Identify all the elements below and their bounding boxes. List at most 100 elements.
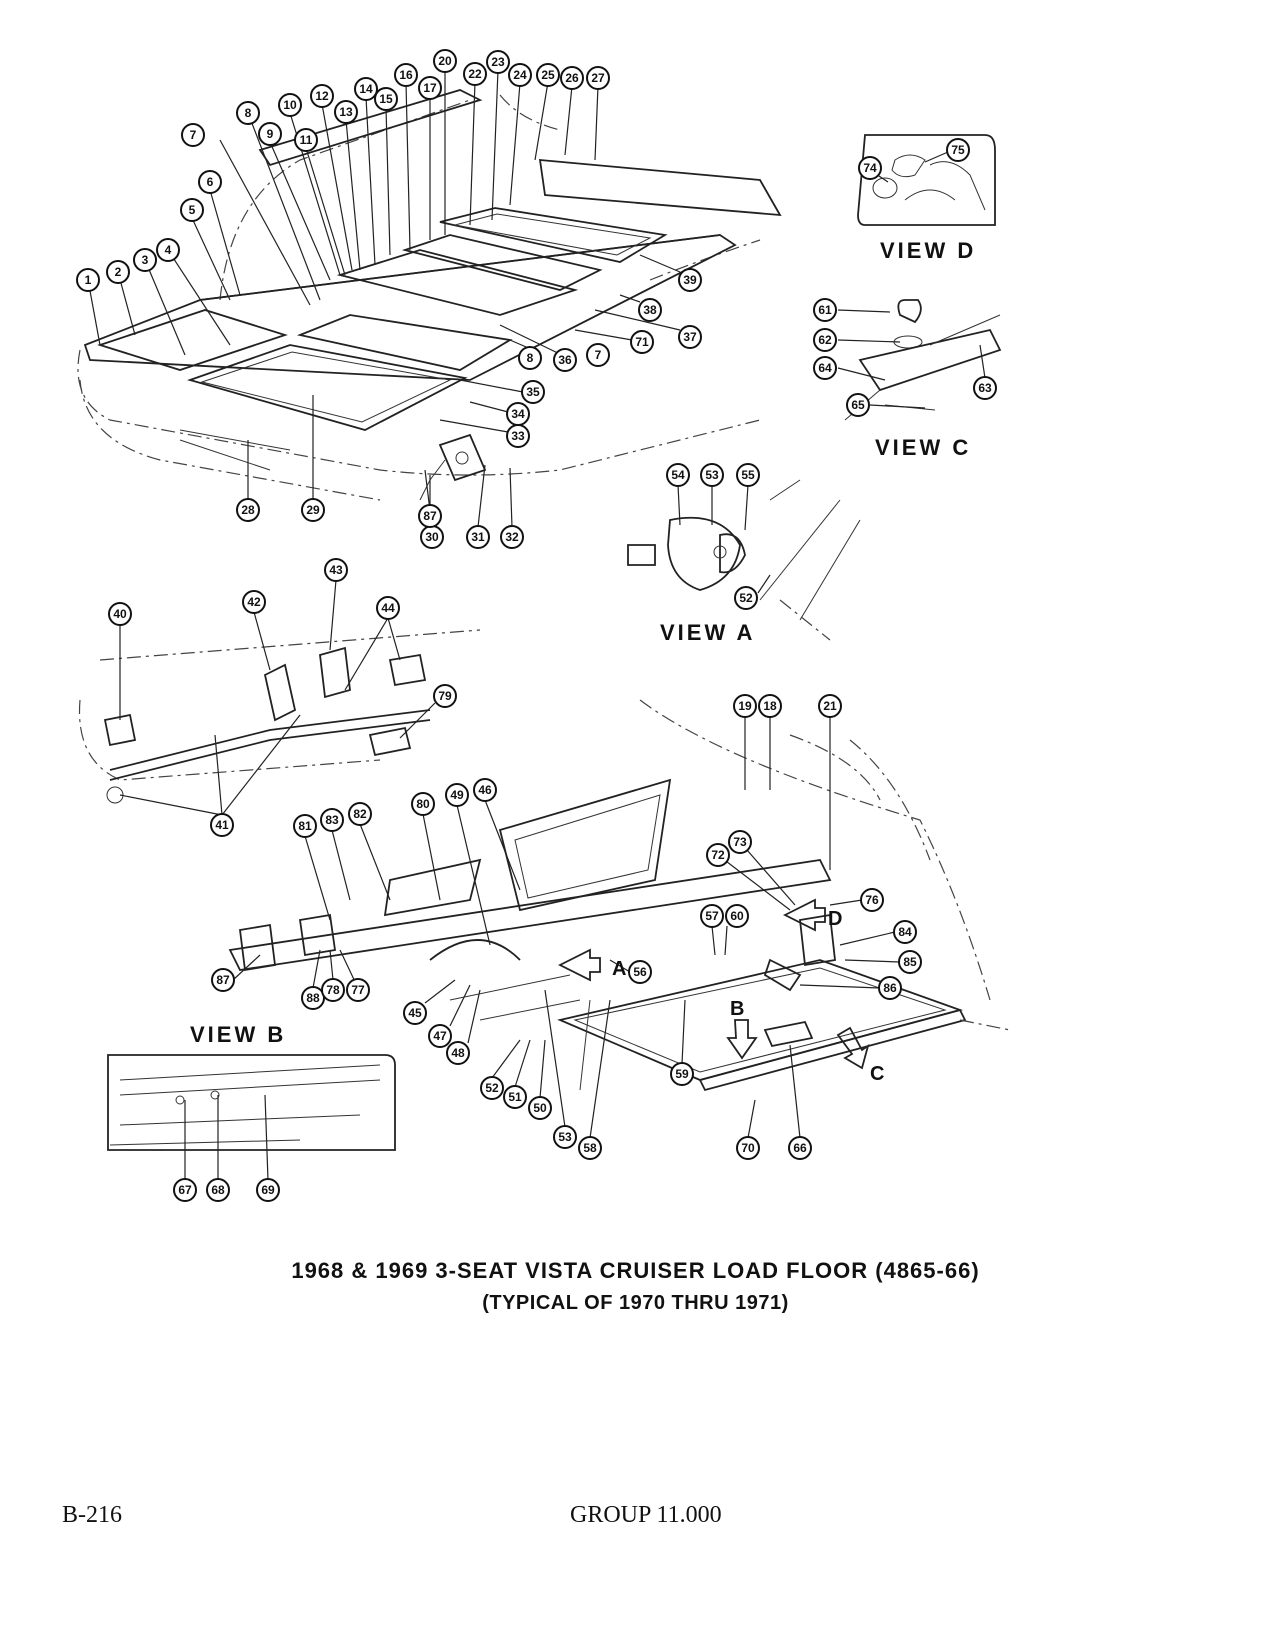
svg-text:76: 76 bbox=[865, 893, 879, 907]
callout-34: 34 bbox=[506, 402, 530, 426]
diagram-caption: 1968 & 1969 3-SEAT VISTA CRUISER LOAD FL… bbox=[291, 1258, 980, 1283]
svg-text:19: 19 bbox=[738, 699, 752, 713]
callout-81: 81 bbox=[293, 814, 317, 838]
svg-text:17: 17 bbox=[423, 81, 437, 95]
svg-text:33: 33 bbox=[511, 429, 525, 443]
svg-text:1: 1 bbox=[85, 273, 92, 287]
callout-33: 33 bbox=[506, 424, 530, 448]
svg-text:62: 62 bbox=[818, 333, 832, 347]
svg-text:3: 3 bbox=[142, 253, 149, 267]
svg-text:59: 59 bbox=[675, 1067, 689, 1081]
callout-12: 12 bbox=[310, 84, 334, 108]
svg-text:46: 46 bbox=[478, 783, 492, 797]
callout-53: 53 bbox=[700, 463, 724, 487]
svg-text:44: 44 bbox=[381, 601, 395, 615]
callout-5: 5 bbox=[180, 198, 204, 222]
callout-42: 42 bbox=[242, 590, 266, 614]
callout-29: 29 bbox=[301, 498, 325, 522]
callout-25: 25 bbox=[536, 63, 560, 87]
callout-41: 41 bbox=[210, 813, 234, 837]
svg-text:18: 18 bbox=[763, 699, 777, 713]
callout-3: 3 bbox=[133, 248, 157, 272]
svg-text:72: 72 bbox=[711, 848, 725, 862]
svg-text:51: 51 bbox=[508, 1090, 522, 1104]
arrow-a-drawing bbox=[557, 948, 601, 982]
svg-text:60: 60 bbox=[730, 909, 744, 923]
svg-text:87: 87 bbox=[423, 509, 437, 523]
svg-text:63: 63 bbox=[978, 381, 992, 395]
view-b-drawing bbox=[107, 1054, 396, 1151]
linkage-drawing bbox=[78, 629, 481, 804]
callout-87: 87 bbox=[418, 504, 442, 528]
callout-58: 58 bbox=[578, 1136, 602, 1160]
callout-80: 80 bbox=[411, 792, 435, 816]
svg-text:53: 53 bbox=[705, 468, 719, 482]
callout-31: 31 bbox=[466, 525, 490, 549]
callout-45: 45 bbox=[403, 1001, 427, 1025]
callout-60: 60 bbox=[725, 904, 749, 928]
svg-text:20: 20 bbox=[438, 54, 452, 68]
callout-28: 28 bbox=[236, 498, 260, 522]
svg-text:35: 35 bbox=[526, 385, 540, 399]
svg-text:13: 13 bbox=[339, 105, 353, 119]
svg-text:41: 41 bbox=[215, 818, 229, 832]
svg-text:4: 4 bbox=[165, 243, 172, 257]
callout-73: 73 bbox=[728, 830, 752, 854]
callout-51: 51 bbox=[503, 1085, 527, 1109]
callout-61: 61 bbox=[813, 298, 837, 322]
callout-46: 46 bbox=[473, 778, 497, 802]
callout-35: 35 bbox=[521, 380, 545, 404]
callout-13: 13 bbox=[334, 100, 358, 124]
svg-text:31: 31 bbox=[471, 530, 485, 544]
callout-78: 78 bbox=[321, 978, 345, 1002]
callout-69: 69 bbox=[256, 1178, 280, 1202]
svg-text:65: 65 bbox=[851, 398, 865, 412]
svg-text:6: 6 bbox=[207, 175, 214, 189]
svg-text:42: 42 bbox=[247, 595, 261, 609]
svg-text:87: 87 bbox=[216, 973, 230, 987]
callout-53b: 53 bbox=[553, 1125, 577, 1149]
callout-63: 63 bbox=[973, 376, 997, 400]
svg-text:40: 40 bbox=[113, 607, 127, 621]
callout-22: 22 bbox=[463, 62, 487, 86]
callout-40: 40 bbox=[108, 602, 132, 626]
callout-88: 88 bbox=[301, 986, 325, 1010]
callout-56: 56 bbox=[628, 960, 652, 984]
arrow-letter-d: D bbox=[828, 908, 842, 930]
callout-39: 39 bbox=[678, 268, 702, 292]
callout-4: 4 bbox=[156, 238, 180, 262]
svg-text:12: 12 bbox=[315, 89, 329, 103]
svg-text:10: 10 bbox=[283, 98, 297, 112]
svg-text:85: 85 bbox=[903, 955, 917, 969]
callout-84: 84 bbox=[893, 920, 917, 944]
svg-text:24: 24 bbox=[513, 68, 527, 82]
svg-text:37: 37 bbox=[683, 330, 697, 344]
view-a-title: VIEW A bbox=[660, 620, 755, 645]
callout-7b: 7 bbox=[586, 343, 610, 367]
svg-text:61: 61 bbox=[818, 303, 832, 317]
callout-76: 76 bbox=[860, 888, 884, 912]
callout-82: 82 bbox=[348, 802, 372, 826]
svg-text:82: 82 bbox=[353, 807, 367, 821]
svg-text:26: 26 bbox=[565, 71, 579, 85]
svg-text:45: 45 bbox=[408, 1006, 422, 1020]
callout-66: 66 bbox=[788, 1136, 812, 1160]
callout-19: 19 bbox=[733, 694, 757, 718]
svg-text:9: 9 bbox=[267, 127, 274, 141]
callout-8: 8 bbox=[236, 101, 260, 125]
callout-20: 20 bbox=[433, 49, 457, 73]
svg-text:29: 29 bbox=[306, 503, 320, 517]
svg-text:57: 57 bbox=[705, 909, 719, 923]
callout-70: 70 bbox=[736, 1136, 760, 1160]
view-b-title: VIEW B bbox=[190, 1022, 286, 1047]
svg-text:68: 68 bbox=[211, 1183, 225, 1197]
arrow-letter-a: A bbox=[612, 958, 626, 980]
svg-text:88: 88 bbox=[306, 991, 320, 1005]
callout-50: 50 bbox=[528, 1096, 552, 1120]
arrow-b-drawing bbox=[726, 1019, 758, 1060]
svg-text:23: 23 bbox=[491, 55, 505, 69]
svg-text:55: 55 bbox=[741, 468, 755, 482]
callout-36: 36 bbox=[553, 348, 577, 372]
svg-text:22: 22 bbox=[468, 67, 482, 81]
top-assembly-drawing bbox=[77, 89, 782, 501]
